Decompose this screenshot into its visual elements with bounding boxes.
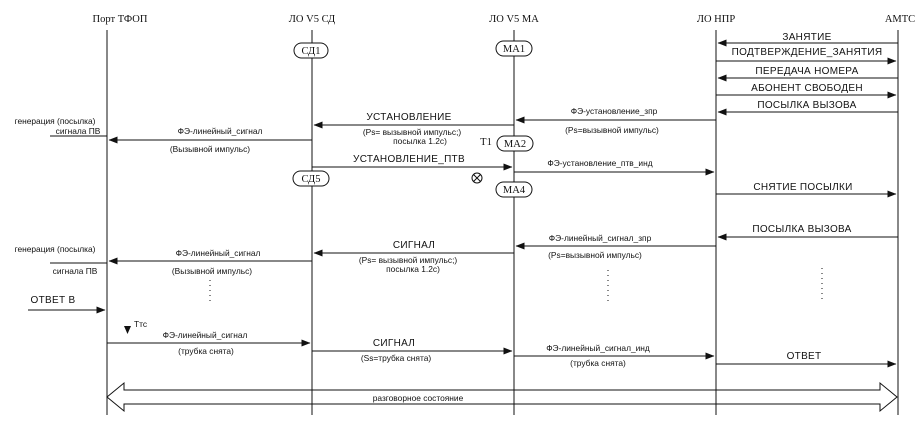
label-abonent-svoboden: АБОНЕНТ СВОБОДЕН <box>751 83 863 94</box>
label-signal-2: СИГНАЛ <box>373 338 415 349</box>
label-call-impulse-2: (Вызывной импульс) <box>172 266 252 276</box>
state-ma2: МА2 <box>496 135 534 152</box>
label-setup-ptv: УСТАНОВЛЕНИЕ_ПТВ <box>353 154 465 165</box>
lane-header-lo-v5-ma: ЛО V5 МА <box>489 14 539 25</box>
lane-header-lo-v5-sd: ЛО V5 СД <box>289 14 335 25</box>
label-signal-param1: (Ps= вызывной импульс;) <box>359 255 458 265</box>
label-ps-call-impulse: (Ps=вызывной импульс) <box>565 125 659 135</box>
label-gen-1a: генерация (посылка) <box>15 116 96 126</box>
state-sd5-label: СД5 <box>302 174 321 185</box>
label-zanyatie: ЗАНЯТИЕ <box>782 32 831 43</box>
label-setup-param1: (Ps= вызывной импульс;) <box>363 127 462 137</box>
label-fe-line-signal-zpr: ФЭ-линейный_сигнал_зпр <box>549 233 652 243</box>
label-peredacha-nomera: ПЕРЕДАЧА НОМЕРА <box>755 66 858 77</box>
timer-cancel-icon <box>471 172 483 184</box>
label-fe-line-signal-2: ФЭ-линейный_сигнал <box>176 248 261 258</box>
label-podtverzhdenie: ПОДТВЕРЖДЕНИЕ_ЗАНЯТИЯ <box>732 47 883 58</box>
label-answer: ОТВЕТ <box>787 351 822 362</box>
label-gen-1b: сигнала ПВ <box>56 126 101 136</box>
label-setup-param2: посылка 1.2с) <box>393 136 447 146</box>
label-gen-2b: сигнала ПВ <box>53 266 98 276</box>
label-conversation-state: разговорное состояние <box>373 393 464 403</box>
label-t1: T1 <box>480 137 492 148</box>
label-setup: УСТАНОВЛЕНИЕ <box>366 112 451 123</box>
conversation-state-arrow <box>106 381 898 413</box>
state-sd1: СД1 <box>293 42 329 59</box>
lane-header-port-tfop: Порт ТФОП <box>93 14 148 25</box>
label-signal-1: СИГНАЛ <box>393 240 435 251</box>
label-posylka-vyzova: ПОСЫЛКА ВЫЗОВА <box>757 100 856 111</box>
label-fe-setup-zpr: ФЭ-установление_зпр <box>571 106 658 116</box>
label-handset-off-1: (трубка снята) <box>178 346 234 356</box>
label-ringing-2: ПОСЫЛКА ВЫЗОВА <box>752 224 851 235</box>
state-ma4: МА4 <box>495 181 533 198</box>
label-ps-call-impulse-2: (Ps=вызывной импульс) <box>548 250 642 260</box>
label-fe-line-signal-ind: ФЭ-линейный_сигнал_инд <box>546 343 650 353</box>
label-answer-b: ОТВЕТ В <box>31 295 76 306</box>
state-ma1: МА1 <box>495 40 533 57</box>
label-call-impulse-1: (Вызывной импульс) <box>170 144 250 154</box>
state-ma4-label: МА4 <box>503 185 526 196</box>
state-ma1-label: МА1 <box>503 44 525 55</box>
label-gen-2a: генерация (посылка) <box>15 244 96 254</box>
lane-header-amts: АМТС <box>885 14 915 25</box>
ttc-marker-icon <box>124 326 131 334</box>
state-ma2-label: МА2 <box>504 139 526 150</box>
label-fe-setup-ptv-ind: ФЭ-установление_птв_инд <box>547 158 652 168</box>
label-fe-line-signal-3: ФЭ-линейный_сигнал <box>163 330 248 340</box>
label-fe-line-signal-1: ФЭ-линейный_сигнал <box>178 126 263 136</box>
state-sd1-label: СД1 <box>302 46 321 57</box>
lane-header-lo-npr: ЛО НПР <box>697 14 735 25</box>
label-handset-off-3: (трубка снята) <box>570 358 626 368</box>
label-signal-param2: посылка 1.2с) <box>386 264 440 274</box>
label-stop-ringing: СНЯТИЕ ПОСЫЛКИ <box>753 182 852 193</box>
state-sd5: СД5 <box>292 170 330 187</box>
label-handset-off-2: (Ѕѕ=трубка снята) <box>361 353 432 363</box>
label-ttc: Ттс <box>134 319 147 329</box>
